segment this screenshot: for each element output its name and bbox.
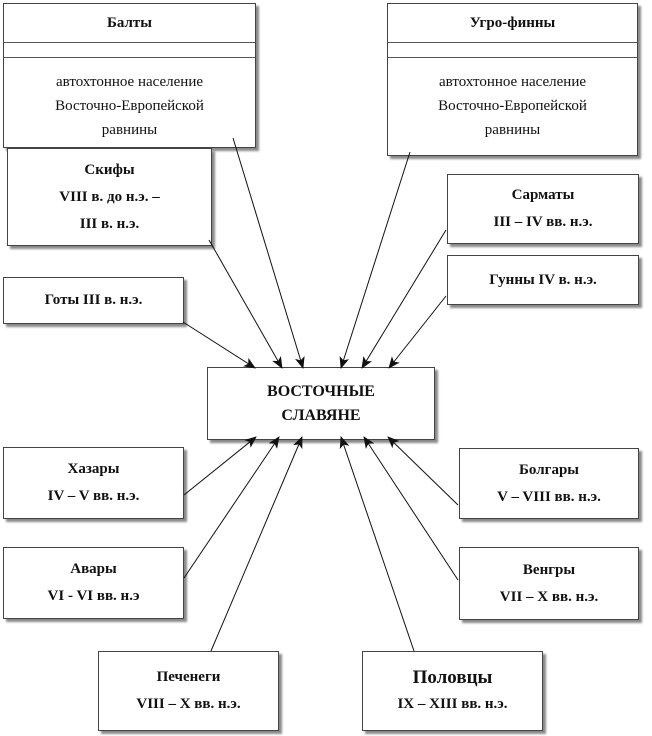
sarmatians-period: III – IV вв. н.э. (493, 214, 593, 230)
hungarians-box: Венгры VII – X вв. н.э. (459, 547, 639, 620)
east-slavs-line-1: ВОСТОЧНЫЕ (267, 382, 375, 400)
hungarians-period: VII – X вв. н.э. (499, 588, 599, 605)
arrow-bulgars (387, 436, 459, 506)
arrow-pechenegs (210, 436, 303, 652)
scythians-name: Скифы (84, 161, 135, 178)
scythians-box: Скифы VIII в. до н.э. – III в. н.э. (7, 148, 212, 246)
avars-period: VI - VI вв. н.э (47, 588, 140, 604)
arrow-khazars (183, 436, 257, 496)
huns-label: Гунны IV в. н.э. (489, 271, 597, 288)
pechenegs-name: Печенеги (156, 669, 221, 685)
cumans-box: Половцы IX – XIII вв. н.э. (362, 651, 543, 731)
ugrofinn-desc-line-2: Восточно-Европейской (438, 98, 587, 114)
east-slavs-line-2: СЛАВЯНЕ (281, 406, 361, 424)
arrow-hungarians (363, 436, 459, 581)
khazars-period: IV – V вв. н.э. (47, 488, 140, 504)
khazars-box: Хазары IV – V вв. н.э. (3, 447, 184, 519)
hungarians-name: Венгры (522, 561, 576, 578)
arrow-sarmatians (361, 229, 447, 369)
pechenegs-box: Печенеги VIII – X вв. н.э. (98, 651, 279, 731)
huns-box: Гунны IV в. н.э. (447, 255, 639, 305)
cumans-period: IX – XIII вв. н.э. (397, 696, 508, 712)
arrow-baltic (232, 137, 305, 369)
arrow-ugrofinn (339, 151, 411, 369)
khazars-name: Хазары (67, 461, 120, 477)
ugrofinn-desc-line-3: равнины (484, 122, 541, 138)
ugrofinn-spacer-row (388, 43, 637, 58)
scythians-period-2: III в. н.э. (79, 215, 140, 232)
goths-box: Готы III в. н.э. (3, 277, 184, 324)
arrow-goths (182, 321, 256, 369)
pechenegs-period: VIII – X вв. н.э. (136, 696, 241, 712)
arrow-huns (388, 295, 447, 369)
ugrofinn-box: Угро-финны автохтонное население Восточн… (387, 3, 638, 156)
ugrofinn-description: автохтонное население Восточно-Европейск… (388, 58, 637, 142)
bulgars-period: V – VIII вв. н.э. (497, 488, 601, 505)
sarmatians-name: Сарматы (511, 187, 575, 203)
ugrofinn-title: Угро-финны (388, 4, 637, 43)
arrow-avars (183, 436, 280, 579)
baltic-box: Балты автохтонное население Восточно-Евр… (3, 3, 256, 148)
scythians-period-1: VIII в. до н.э. – (59, 188, 160, 205)
cumans-name: Половцы (412, 667, 493, 688)
baltic-spacer-row (4, 43, 255, 58)
baltic-description: автохтонное население Восточно-Европейск… (4, 58, 255, 142)
avars-box: Авары VI - VI вв. н.э (3, 547, 184, 619)
ugrofinn-desc-line-1: автохтонное население (438, 74, 587, 90)
arrow-scythians (208, 239, 283, 369)
avars-name: Авары (70, 561, 117, 577)
east-slavs-box: ВОСТОЧНЫЕ СЛАВЯНЕ (207, 367, 435, 440)
bulgars-name: Болгары (519, 461, 579, 478)
baltic-title: Балты (4, 4, 255, 43)
baltic-desc-line-1: автохтонное население (55, 74, 204, 90)
arrow-cumans (339, 436, 415, 652)
sarmatians-box: Сарматы III – IV вв. н.э. (447, 174, 639, 244)
goths-label: Готы III в. н.э. (44, 292, 143, 308)
baltic-desc-line-2: Восточно-Европейской (55, 98, 204, 114)
bulgars-box: Болгары V – VIII вв. н.э. (459, 448, 639, 519)
baltic-desc-line-3: равнины (101, 122, 158, 138)
